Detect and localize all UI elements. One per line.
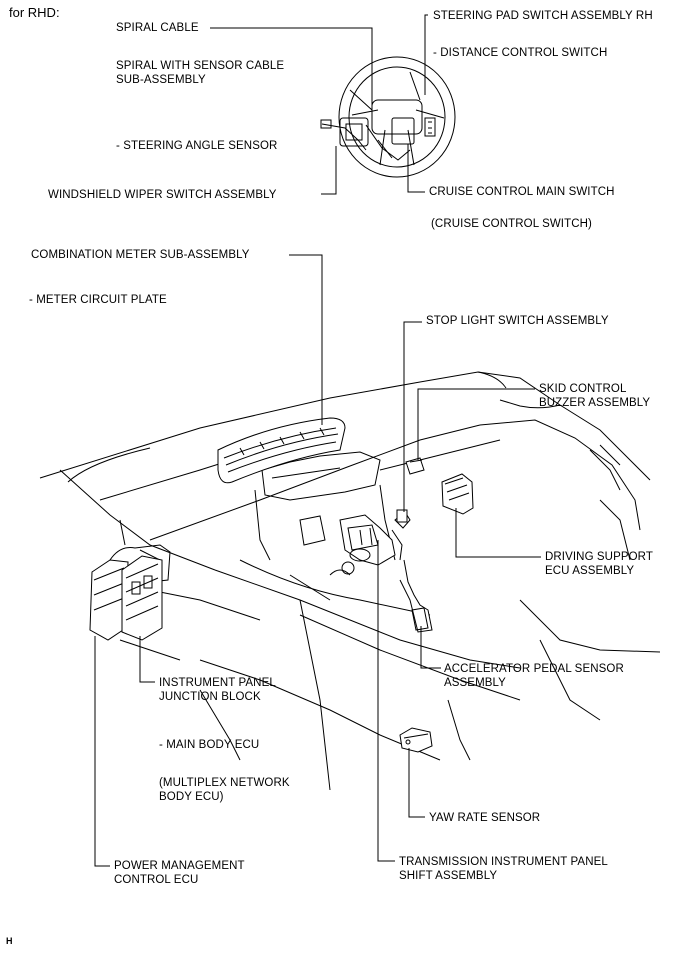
label-transmission: TRANSMISSION INSTRUMENT PANEL SHIFT ASSE… — [399, 856, 608, 882]
label-yaw-rate: YAW RATE SENSOR — [429, 812, 541, 824]
dashboard-illustration — [39, 371, 661, 791]
leader-lines — [94, 14, 541, 867]
figure-code: H — [6, 936, 13, 946]
label-cruise-switch: (CRUISE CONTROL SWITCH) — [431, 218, 592, 230]
label-meter-plate: - METER CIRCUIT PLATE — [29, 294, 167, 306]
label-stop-light: STOP LIGHT SWITCH ASSEMBLY — [426, 315, 609, 327]
label-accel-pedal: ACCELERATOR PEDAL SENSOR ASSEMBLY — [444, 663, 624, 689]
label-distance-switch: - DISTANCE CONTROL SWITCH — [433, 47, 608, 59]
label-driving-support: DRIVING SUPPORT ECU ASSEMBLY — [545, 551, 653, 577]
label-combination-meter: COMBINATION METER SUB-ASSEMBLY — [31, 249, 250, 261]
label-spiral-cable: SPIRAL CABLE — [116, 22, 199, 34]
label-wiper-switch: WINDSHIELD WIPER SWITCH ASSEMBLY — [48, 189, 277, 201]
label-cruise-main: CRUISE CONTROL MAIN SWITCH — [429, 186, 615, 198]
label-spiral-sensor: SPIRAL WITH SENSOR CABLE SUB-ASSEMBLY — [116, 60, 285, 86]
diagram-header: for RHD: — [9, 5, 60, 20]
label-power-mgmt: POWER MANAGEMENT CONTROL ECU — [114, 860, 245, 886]
label-multiplex: (MULTIPLEX NETWORK BODY ECU) — [159, 777, 290, 803]
steering-wheel-illustration — [320, 56, 456, 178]
label-ip-junction: INSTRUMENT PANEL JUNCTION BLOCK — [159, 677, 276, 703]
label-skid-buzzer: SKID CONTROL BUZZER ASSEMBLY — [539, 383, 651, 409]
label-main-body: - MAIN BODY ECU — [159, 739, 260, 751]
label-steering-angle: - STEERING ANGLE SENSOR — [116, 140, 278, 152]
label-pad-switch: STEERING PAD SWITCH ASSEMBLY RH — [433, 10, 653, 22]
